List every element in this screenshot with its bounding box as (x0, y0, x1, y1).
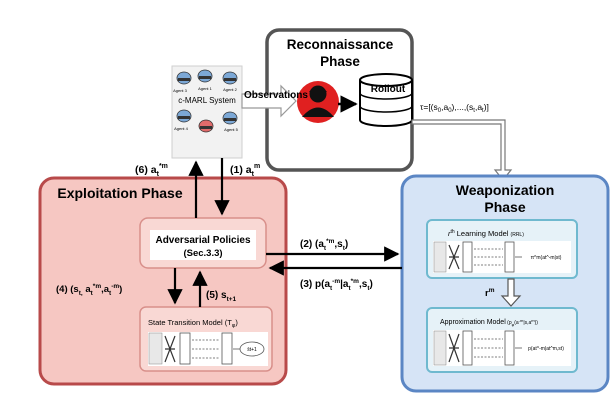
arrow-1-label: (1) atm (230, 163, 260, 178)
exploitation-title: Exploitation Phase (57, 185, 182, 201)
agent-label-3: Agent 3 (173, 88, 188, 93)
adversarial-policies-title: Adversarial Policies (155, 235, 250, 246)
arrow-4-label: (4) (st, at*m,at-m) (56, 283, 122, 297)
arrow-2-label: (2) (at*m,st) (300, 238, 348, 252)
approximation-model-label: Approximation Model (pφ(a-m|s,am)) (440, 318, 538, 327)
rollout-database-icon: Rollout (359, 73, 413, 127)
agent-icon (176, 109, 192, 123)
weaponization-title-line2: Phase (484, 199, 525, 215)
agent-icon (176, 71, 192, 85)
agent-icon (197, 69, 213, 83)
trajectory-label: τ=[(s0,a0),...,(st,at)] (420, 102, 489, 114)
rollout-label: Rollout (371, 84, 406, 95)
arrow-2-right: (2) (at*m,st) (266, 238, 400, 262)
recon-to-weaponization-connector (411, 119, 513, 181)
hacker-icon (297, 81, 339, 123)
state-transition-output: ŝt+1 (247, 347, 257, 353)
approximation-model-network: p(at^-m|at^m,st) (433, 330, 564, 366)
learning-to-approximation-arrow: rm (485, 278, 522, 307)
agent-label-4: Agent 4 (174, 126, 189, 131)
state-transition-model-label: State Transition Model (Tφ) (148, 318, 238, 329)
arrow-4-down: (4) (st, at*m,at-m) (56, 268, 183, 305)
reconnaissance-title-line2: Phase (320, 54, 360, 69)
agent-label-1: Agent 1 (198, 86, 213, 91)
agent-icon (222, 71, 238, 85)
approximation-model-box: Approximation Model (pφ(a-m|s,am)) (426, 307, 578, 373)
learning-model-output: π^m(at^-m|st) (531, 255, 562, 261)
approximation-model-output: p(at^-m|at^m,st) (528, 346, 564, 352)
adversarial-policies-box: Adversarial Policies (Sec.3.3) (139, 217, 267, 269)
learning-model-network: π^m(at^-m|st) (433, 241, 562, 273)
cmarl-system-title: c-MARL System (178, 96, 236, 105)
observations-arrow: Observations (241, 84, 308, 118)
arrow-3-left: (3) p(at-m|at*m,st) (268, 260, 402, 292)
reconnaissance-title-line1: Reconnaissance (287, 37, 394, 52)
observations-label: Observations (244, 90, 308, 101)
arrow-3-label: (3) p(at-m|at*m,st) (300, 278, 373, 292)
learning-model-label: rth Learning Model (RRL) (448, 229, 524, 238)
agent-label-2: Agent 2 (223, 87, 238, 92)
agent-icon (222, 111, 238, 125)
adversarial-policies-ref: (Sec.3.3) (183, 248, 222, 259)
agent-label-5: Agent 5 (224, 127, 239, 132)
weaponization-title-line1: Weaponization (456, 182, 555, 198)
rm-label: rm (485, 287, 495, 299)
state-transition-network: ŝt+1 (148, 332, 265, 365)
agent-icon-compromised (198, 119, 214, 133)
arrow-6-label: (6) at*m (135, 163, 168, 178)
cmarl-agents: Agent 1 Agent 2 Agent 3 Agent 4 Agent 5 … (173, 69, 239, 133)
